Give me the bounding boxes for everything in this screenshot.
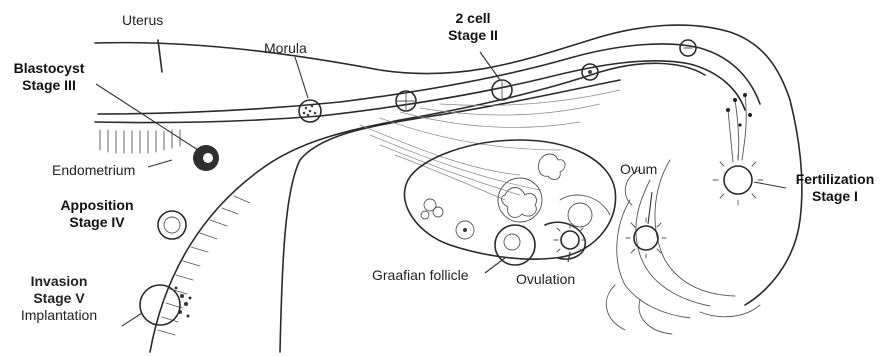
two-cell-label-line1: 2 cell [436, 10, 510, 27]
ovum-leader [648, 192, 652, 224]
fertilized-ovum [724, 166, 752, 194]
uterine-tube-walls [95, 25, 802, 352]
invasion-label-line1: Invasion [12, 273, 106, 290]
two-cell-label: 2 cell Stage II [436, 10, 510, 44]
invasion-label-line2: Stage V [12, 290, 106, 307]
implantation-label: Implantation [12, 307, 106, 324]
blastocyst-label-line2: Stage III [2, 77, 96, 94]
apposition-label-line1: Apposition [52, 197, 142, 214]
implantation-leader [122, 313, 142, 326]
invasion-label: Invasion Stage V Implantation [12, 273, 106, 324]
leader-lines [96, 52, 786, 326]
fertilization-label: Fertilization Stage I [790, 171, 880, 205]
ovum-label: Ovum [620, 161, 657, 178]
fertilization-label-line2: Stage I [790, 188, 880, 205]
graafian-follicle-label: Graafian follicle [372, 267, 469, 284]
ovulated-oocyte [561, 231, 579, 249]
fertilization-label-line1: Fertilization [790, 171, 880, 188]
apposition-label: Apposition Stage IV [52, 197, 142, 231]
blastocyst-leader [96, 84, 198, 150]
endometrium-leader [148, 160, 172, 167]
graafian-leader [485, 258, 505, 273]
apposition-label-line2: Stage IV [52, 214, 142, 231]
blastocyst-label: Blastocyst Stage III [2, 60, 96, 94]
morula-leader [295, 57, 308, 98]
fertilization-leader [754, 182, 786, 188]
uterus-label: Uterus [122, 12, 163, 29]
endometrium-label: Endometrium [52, 162, 135, 179]
apposition-embryo [158, 211, 186, 239]
ovary [360, 90, 620, 265]
two-cell-label-line2: Stage II [436, 27, 510, 44]
invasion-embryo [140, 285, 180, 325]
ovulation-leader [568, 252, 570, 262]
morula-label: Morula [264, 40, 307, 57]
blastocyst-label-line1: Blastocyst [2, 60, 96, 77]
ovum [634, 226, 658, 250]
ovulation-label: Ovulation [516, 271, 575, 288]
